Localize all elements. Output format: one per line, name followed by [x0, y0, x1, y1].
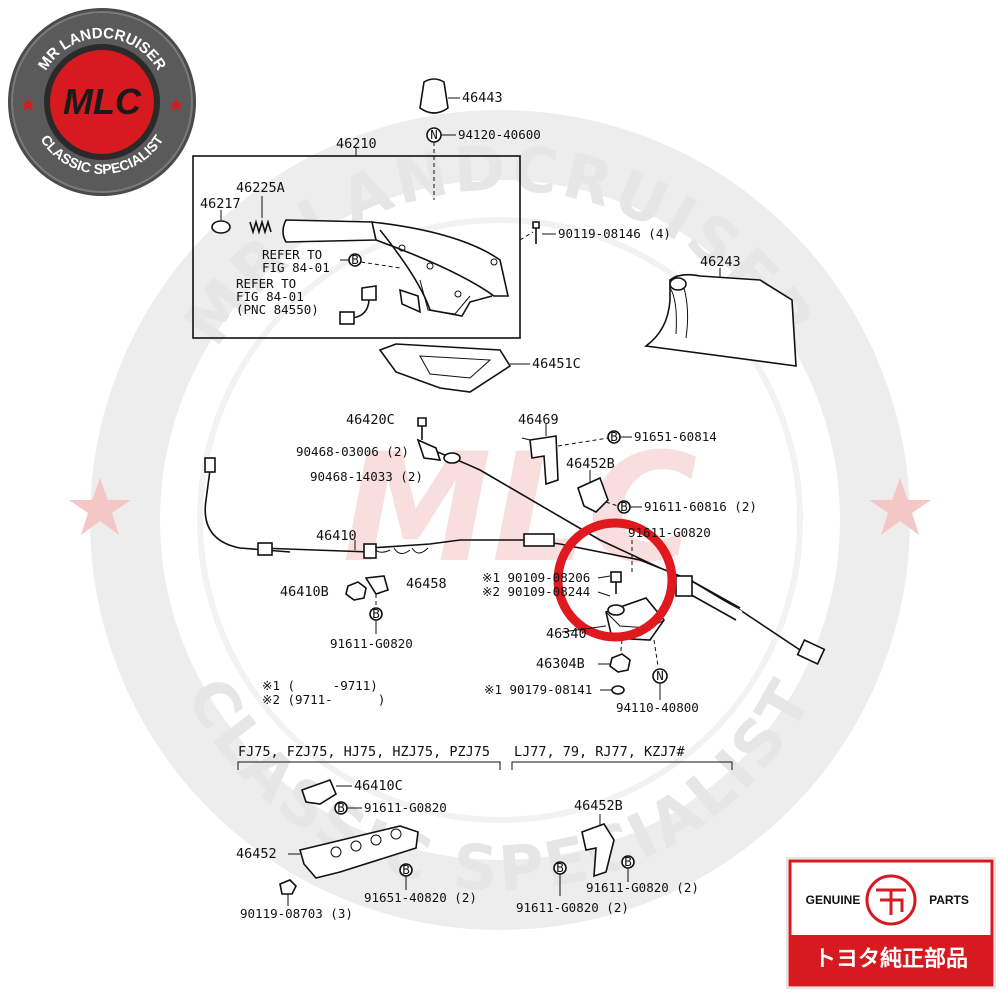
label-46420c: 46420C	[346, 412, 395, 428]
watermark-star-right	[869, 478, 931, 535]
group2-title: LJ77, 79, RJ77, KZJ7#	[514, 744, 686, 760]
genuine-parts-badge: GENUINE PARTS トヨタ純正部品	[786, 857, 996, 989]
svg-text:B: B	[372, 606, 380, 621]
label-46410: 46410	[316, 528, 357, 544]
label-90468-03006: 90468-03006 (2)	[296, 444, 409, 459]
watermark-center-text: MLC	[343, 422, 698, 596]
label-g1-91651: 91651-40820 (2)	[364, 890, 477, 905]
group1-title: FJ75, FZJ75, HJ75, HZJ75, PZJ75	[238, 744, 490, 760]
label-g2-91611-b: 91611-G0820 (2)	[516, 900, 629, 915]
brake-cable-system	[204, 438, 826, 665]
badge-genuine-text: GENUINE	[806, 893, 861, 907]
svg-text:B: B	[610, 429, 618, 444]
knob-46443: N	[419, 78, 460, 200]
note-star2: ※2 (9711- )	[262, 692, 385, 707]
label-91611-60816: 91611-60816 (2)	[644, 499, 757, 514]
label-91651-60814: 91651-60814	[634, 429, 717, 444]
clamp-46458	[364, 575, 389, 595]
label-46452b: 46452B	[566, 456, 615, 472]
label-90119-08146: 90119-08146 (4)	[558, 226, 671, 241]
label-46225a: 46225A	[236, 180, 285, 196]
bolt-46420c	[417, 417, 427, 440]
label-star1-90109: ※1 90109-08206	[482, 570, 590, 585]
label-46469: 46469	[518, 412, 559, 428]
nut-46304b	[609, 653, 631, 673]
label-g1-46410c: 46410C	[354, 778, 403, 794]
svg-text:B: B	[402, 862, 410, 877]
note-star1: ※1 ( -9711)	[262, 678, 378, 693]
label-46458: 46458	[406, 576, 447, 592]
label-46340: 46340	[546, 626, 587, 642]
label-g1-90119: 90119-08703 (3)	[240, 906, 353, 921]
label-46304b: 46304B	[536, 656, 585, 672]
label-46451c: 46451C	[532, 356, 581, 372]
label-star1-90179: ※1 90179-08141	[484, 682, 592, 697]
boot-46243	[643, 268, 797, 367]
svg-text:B: B	[620, 499, 628, 514]
group2-parts	[553, 814, 635, 896]
svg-text:B: B	[351, 252, 359, 267]
label-refer-2a: REFER TO	[236, 276, 296, 291]
watermark-star-left	[69, 478, 131, 535]
label-g1-46452: 46452	[236, 846, 277, 862]
bracket-46469	[529, 424, 632, 486]
label-46443: 46443	[462, 90, 503, 106]
svg-text:N: N	[656, 668, 664, 683]
part-labels: 46443 94120-40600 46210 46225A 46217 REF…	[200, 90, 757, 921]
bolt-90119-08146	[519, 221, 556, 244]
label-refer-1b: FIG 84-01	[262, 260, 330, 275]
plate-46451c	[378, 343, 512, 393]
label-90468-14033: 90468-14033 (2)	[310, 469, 423, 484]
label-46210: 46210	[336, 136, 377, 152]
badge-japanese-text: トヨタ純正部品	[814, 946, 968, 972]
switch-connector	[361, 285, 377, 301]
nut-46410b	[345, 581, 367, 601]
clamp-46452b	[577, 470, 642, 514]
label-46243: 46243	[700, 254, 741, 270]
b-marks: B B B B B B B B	[337, 252, 632, 877]
label-refer-1a: REFER TO	[262, 247, 322, 262]
mark-n: N	[430, 127, 438, 142]
group2-bracket	[511, 761, 733, 770]
group1-bracket	[237, 761, 501, 770]
label-g2-91611-a: 91611-G0820 (2)	[586, 880, 699, 895]
label-g1-91611: 91611-G0820	[364, 800, 447, 815]
label-g2-46452b: 46452B	[574, 798, 623, 814]
watermark: MR LANDCRUISER CLASSIC SPECIALIST MLC	[69, 110, 931, 930]
label-94120-40600: 94120-40600	[458, 127, 541, 142]
svg-text:B: B	[624, 854, 632, 869]
spring-46225a	[249, 196, 272, 235]
label-91611-g0820-b: 91611-G0820	[330, 636, 413, 651]
label-91611-g0820-a: 91611-G0820	[628, 525, 711, 540]
label-94110-40800: 94110-40800	[616, 700, 699, 715]
group1-parts	[279, 778, 419, 906]
part-46217	[211, 220, 231, 234]
svg-text:B: B	[337, 800, 345, 815]
mlc-logo: MLC MR LANDCRUISER CLASSIC SPECIALIST	[8, 8, 196, 196]
brake-lever	[282, 219, 509, 317]
label-46410b: 46410B	[280, 584, 329, 600]
badge-parts-text: PARTS	[929, 893, 969, 907]
svg-text:B: B	[556, 860, 564, 875]
highlight-circle	[553, 518, 677, 642]
pin-90179	[611, 685, 625, 695]
label-46217: 46217	[200, 196, 241, 212]
label-refer-2c: (PNC 84550)	[236, 302, 319, 317]
logo-center-text: MLC	[63, 81, 142, 122]
label-star2-90109: ※2 90109-08244	[482, 584, 590, 599]
label-refer-2b: FIG 84-01	[236, 289, 304, 304]
